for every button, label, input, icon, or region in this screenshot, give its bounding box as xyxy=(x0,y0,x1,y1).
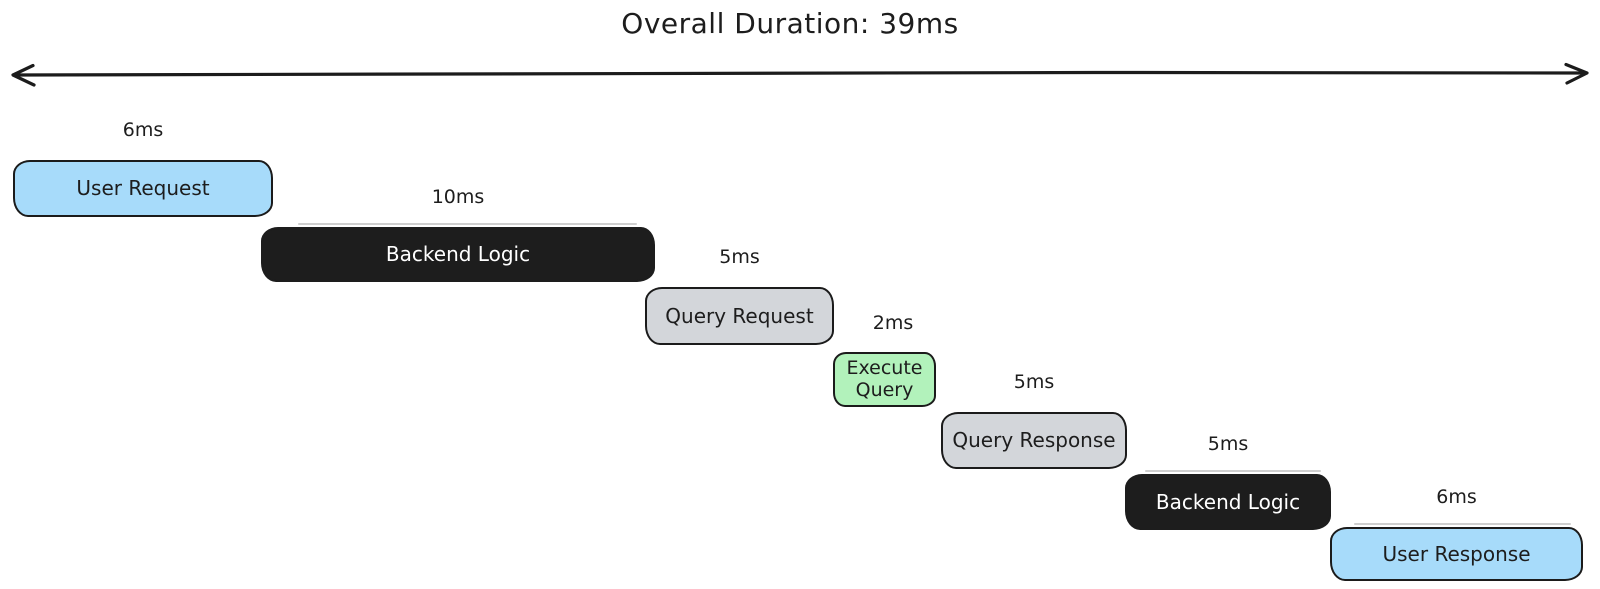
duration-label-backend-logic-1: 10ms xyxy=(431,186,485,208)
overall-duration-arrow xyxy=(11,62,1589,87)
step-box-user-response: User Response xyxy=(1330,523,1583,581)
duration-label-backend-logic-2: 5ms xyxy=(1207,433,1249,455)
step-box-query-response: Query Response xyxy=(941,412,1127,469)
step-box-execute-query: Execute Query xyxy=(833,352,936,407)
step-box-backend-logic-1: Backend Logic xyxy=(261,223,655,282)
duration-label-execute-query: 2ms xyxy=(872,312,914,334)
step-box-backend-logic-2: Backend Logic xyxy=(1125,470,1331,530)
diagram-title: Overall Duration: 39ms xyxy=(621,7,959,40)
duration-label-query-response: 5ms xyxy=(1013,371,1055,393)
step-box-user-request: User Request xyxy=(13,160,273,217)
duration-label-user-request: 6ms xyxy=(122,119,164,141)
arrow-line xyxy=(12,70,1588,77)
step-box-query-request: Query Request xyxy=(645,287,834,345)
arrow-head-left xyxy=(11,63,36,87)
duration-label-query-request: 5ms xyxy=(719,246,760,268)
arrow-head-right xyxy=(1564,62,1589,85)
duration-label-user-response: 6ms xyxy=(1436,486,1477,508)
